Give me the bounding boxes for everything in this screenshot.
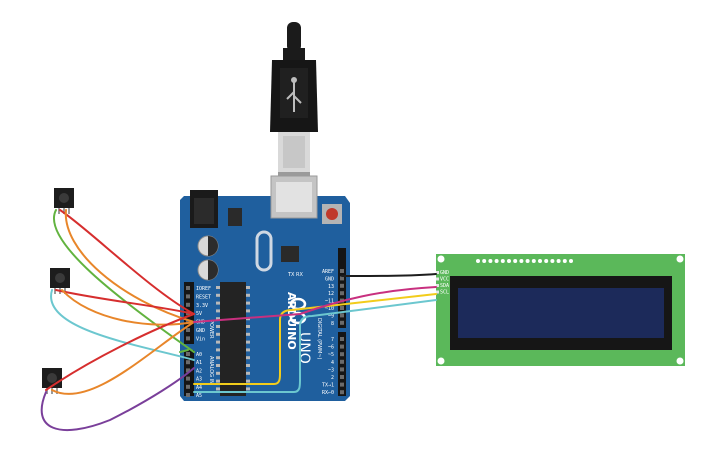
lcd-pin [513, 259, 518, 263]
power-header-label: POWER [208, 320, 214, 339]
digital-pin-aref: AREF [322, 269, 334, 275]
wire-orange[interactable] [61, 289, 195, 326]
analog-pin-a0: A0 [196, 352, 202, 358]
digital-header-top [338, 248, 346, 328]
lcd-pin [562, 259, 567, 263]
lcd-pin [569, 259, 573, 263]
analog-header-label: ANALOG IN [208, 356, 214, 384]
wire-green[interactable] [53, 209, 195, 353]
wire-red[interactable] [59, 209, 195, 315]
digital-pin-3: ~3 [328, 367, 334, 373]
microcontroller-chip [220, 282, 246, 396]
digital-header-label: DIGITAL (PWM~) [316, 318, 322, 360]
rx-label: RX [296, 272, 303, 278]
lcd-pin-gnd: GND [440, 270, 449, 276]
usb-chip [281, 246, 299, 262]
lcd-pin [476, 259, 480, 263]
digital-pin-9: ~9 [328, 313, 334, 319]
digital-pin-8: 8 [331, 321, 334, 327]
power-pin-5v: 5V [196, 311, 202, 317]
digital-pin-5: ~5 [328, 352, 334, 358]
analog-pin-a2: A2 [196, 368, 202, 374]
lcd-pin [531, 259, 536, 263]
lcd-pin [507, 259, 511, 263]
reset-button-icon[interactable] [322, 204, 342, 224]
digital-pin-12: 12 [328, 291, 334, 297]
analog-pin-a1: A1 [196, 360, 202, 366]
digital-pin-rx0: RX←0 [322, 390, 334, 396]
ir-sensor-icon[interactable] [50, 268, 70, 294]
wire-red[interactable] [45, 313, 195, 391]
capacitor [197, 235, 219, 281]
wire-yellow[interactable] [193, 293, 437, 385]
digital-pin-4: 4 [331, 360, 334, 366]
power-pin-gnd: GND [196, 320, 205, 326]
digital-pin-2: 2 [331, 375, 334, 381]
digital-pin-13: 13 [328, 284, 334, 290]
lcd-pin [494, 259, 499, 263]
power-pin-vin: Vin [196, 336, 205, 342]
wire-cyan[interactable] [193, 299, 437, 393]
lcd-screen [458, 288, 664, 338]
lcd-pin [482, 259, 487, 263]
lcd-pin-vcc: VCC [440, 277, 449, 283]
digital-pin-10: ~10 [325, 306, 334, 312]
digital-pin-11: ~11 [325, 299, 334, 305]
ir-sensor-icon[interactable] [54, 188, 74, 214]
wire-black[interactable] [341, 273, 437, 277]
wire-red[interactable] [55, 289, 195, 315]
arduino-model: UNO [296, 332, 312, 364]
power-pin-ioref: IOREF [196, 286, 211, 292]
digital-pin-6: ~6 [328, 345, 334, 351]
mount-hole [437, 357, 445, 365]
lcd-pin-sda: SDA [440, 283, 449, 289]
lcd-pin-scl: SCL [440, 290, 449, 296]
analog-pin-a3: A3 [196, 377, 202, 383]
digital-pin-tx1: TX→1 [322, 383, 334, 389]
wire-cyan[interactable] [50, 289, 195, 361]
power-pin-33v: 3.3V [196, 303, 208, 309]
digital-pin-gnd: GND [325, 276, 334, 282]
mount-hole [676, 255, 684, 263]
usb-cable-icon[interactable] [270, 22, 318, 176]
wire-orange[interactable] [64, 209, 195, 323]
wire-green[interactable] [179, 349, 189, 353]
mount-hole [676, 357, 684, 365]
power-pin-reset: RESET [196, 294, 211, 300]
digital-pin-7: 7 [331, 337, 334, 343]
analog-pin-a5: A5 [196, 393, 202, 399]
lcd-pin [500, 259, 505, 263]
wire-purple[interactable] [40, 367, 195, 432]
power-pin-gnd: GND [196, 328, 205, 334]
wire-orange[interactable] [51, 321, 195, 395]
wire-magenta[interactable] [193, 286, 437, 323]
lcd-pin [525, 259, 530, 263]
lcd-pin [556, 259, 561, 263]
voltage-regulator [228, 208, 242, 226]
arduino-board[interactable]: TX RX ARDUINO UNO DIGITAL (PWM~) POWER A… [180, 175, 350, 401]
analog-pin-a4: A4 [196, 385, 202, 391]
lcd-pin [538, 259, 542, 263]
mount-hole [437, 255, 445, 263]
lcd-pin [544, 259, 549, 263]
digital-header-bottom [338, 332, 346, 396]
tx-label: TX [287, 272, 295, 278]
lcd-pin [488, 259, 493, 263]
lcd-pin [519, 259, 524, 263]
crystal [255, 230, 273, 272]
lcd-pin [550, 259, 555, 263]
